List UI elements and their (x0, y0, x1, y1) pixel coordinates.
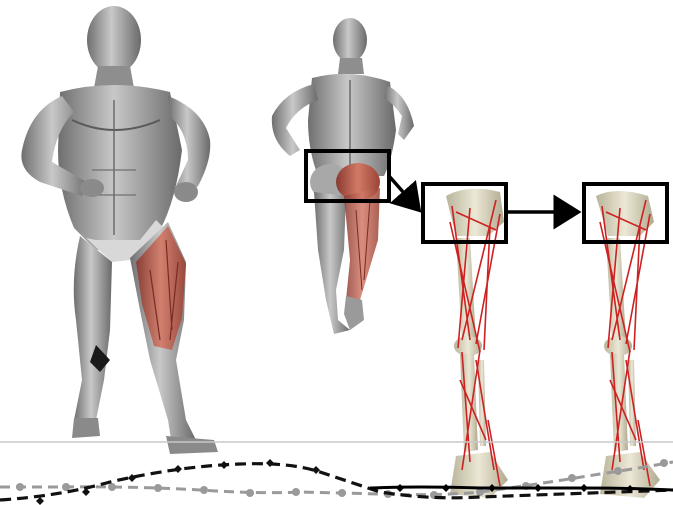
runner-back-figure (272, 18, 414, 334)
arrow-runner-to-model-1 (389, 176, 419, 210)
leg-model-2 (596, 191, 660, 498)
curve-black-dashed (0, 459, 673, 505)
leg-model-1 (446, 189, 508, 498)
runner-front-figure (21, 6, 218, 454)
